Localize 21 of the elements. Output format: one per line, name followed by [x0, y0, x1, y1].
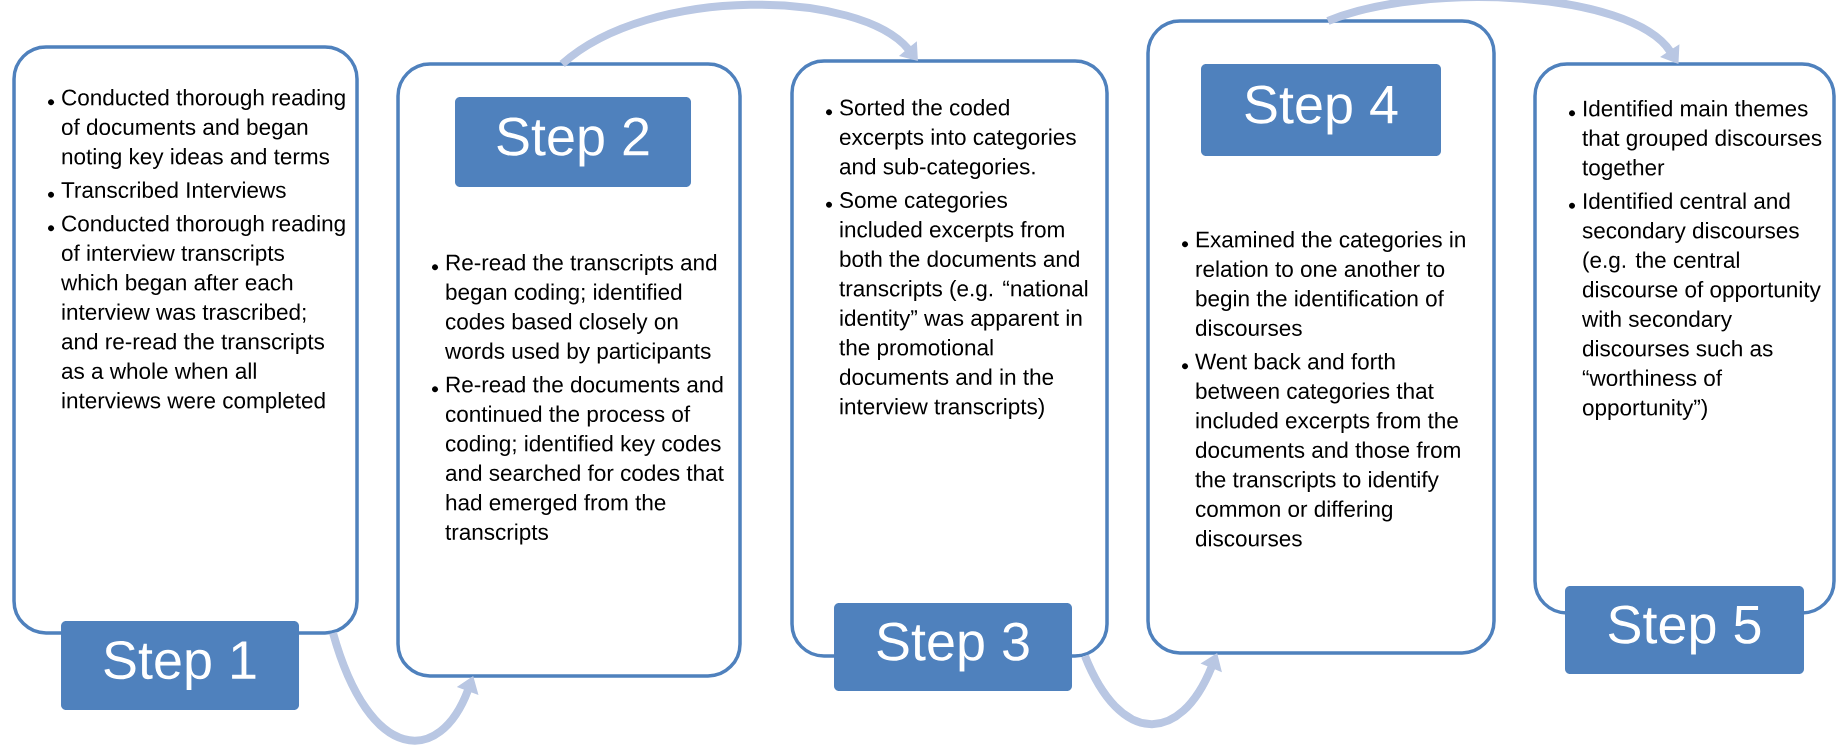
step-label: Step 1: [61, 621, 299, 710]
curved-arrow: [1326, 0, 1680, 64]
step-card: [12, 45, 359, 635]
bullet-point: Sorted the coded excerpts into categories and sub-categories.: [826, 99, 1076, 179]
step-card: [396, 62, 742, 678]
bullet-point: Conducted thorough reading of interview transcripts which began after each interview was trascribed; and re-read the transcripts as a whole when all interviews were completed: [48, 215, 345, 413]
bullet-point: Identified main themes that grouped discourses together: [1569, 100, 1822, 180]
bullet-point: Transcribed Interviews: [48, 181, 286, 198]
bullet-point: Some categories included excerpts from both the documents and transcripts (e.g. “national identity” was apparent in the promotional documents and in the interview transcripts): [826, 191, 1088, 419]
step-card: [1146, 19, 1496, 655]
bullet-point: Conducted thorough reading of documents and began noting key ideas and terms: [48, 89, 345, 169]
bullet-point: Re-read the documents and continued the process of coding; identified key codes and searched for codes that had emerged from the transcripts: [432, 376, 724, 545]
bullet-point: Examined the categories in relation to one another to begin the identification of discourses: [1182, 231, 1465, 336]
bullet-point: Identified central and secondary discourses (e.g. the central discourse of opportunity with secondary discourses such as “worthiness of opportunity”): [1569, 192, 1821, 420]
step-label: Step 5: [1565, 586, 1804, 674]
step-label: Step 4: [1201, 64, 1441, 156]
step-label: Step 3: [834, 603, 1072, 691]
bullet-point: Re-read the transcripts and began coding; identified codes based closely on words used by participants: [432, 254, 717, 364]
step-label: Step 2: [455, 97, 691, 187]
curved-arrow: [559, 0, 918, 68]
bullet-point: Went back and forth between categories that included excerpts from the documents and those from the transcripts to identify common or differing discourses: [1182, 353, 1460, 547]
